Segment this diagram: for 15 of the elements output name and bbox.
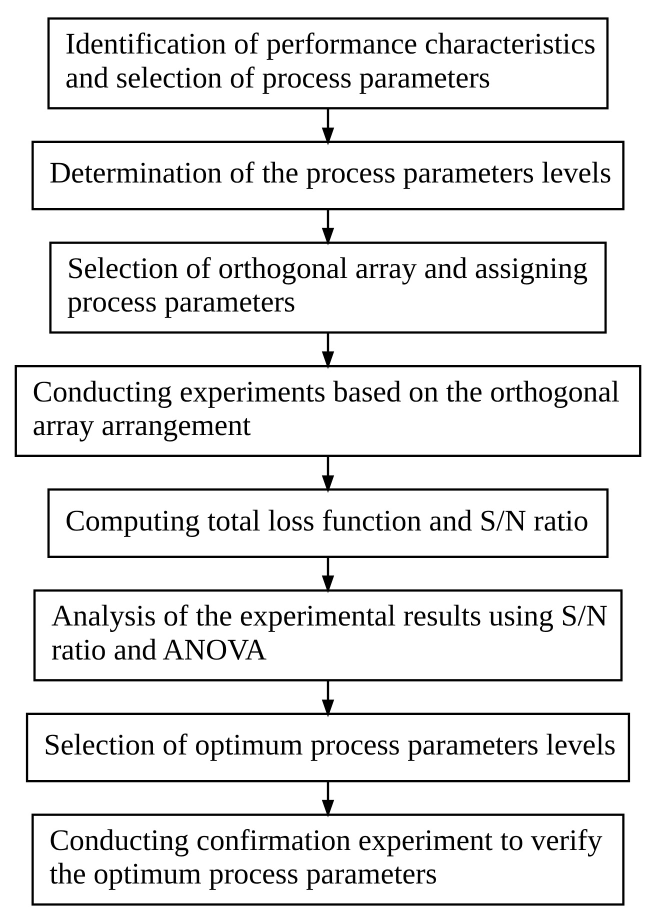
node-box: Selection of orthogonal array and assigning process parameters	[49, 241, 607, 334]
node-box: Conducting experiments based on the orthogonal array arrangement	[14, 364, 642, 457]
arrow	[322, 108, 334, 145]
arrow	[322, 680, 334, 717]
arrow	[322, 332, 334, 369]
node-box: Identification of performance characteristics and selection of process parameters	[47, 16, 609, 109]
node-box: Determination of the process parameters levels	[32, 140, 624, 210]
arrow	[322, 208, 334, 245]
arrow	[322, 456, 334, 492]
node-box: Analysis of the experimental results using S/N ratio and ANOVA	[33, 588, 623, 681]
node-box: Conducting confirmation experiment to verify the optimum process parameters	[32, 813, 624, 906]
arrow	[322, 780, 334, 817]
node-box: Computing total loss function and S/N ratio	[47, 488, 609, 558]
arrow	[322, 556, 334, 593]
node-box: Selection of optimum process parameters levels	[26, 712, 630, 782]
